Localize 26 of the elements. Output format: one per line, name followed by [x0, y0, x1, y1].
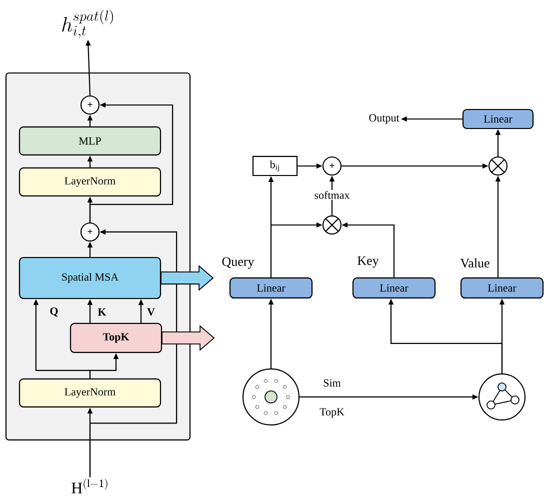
line-label: TopK [320, 408, 344, 418]
linear-box: Linear [229, 277, 313, 299]
linear-box: Linear [462, 108, 534, 130]
attention-box: Spatial MSA [18, 256, 162, 300]
bias-box: b$_{ij}$ [252, 156, 298, 176]
edge-label: softmax [313, 190, 351, 200]
mlp-box: MLP [18, 126, 162, 156]
output-label: Output [369, 114, 400, 124]
node-circle [242, 368, 300, 426]
linear-box: Linear [352, 277, 436, 299]
topk-box: TopK [70, 322, 162, 354]
layernorm-box: LayerNorm [18, 167, 162, 197]
multiply-circle [488, 156, 508, 176]
layernorm-box: LayerNorm [18, 378, 162, 408]
graph-circle [478, 373, 526, 421]
block-arrow [162, 325, 215, 351]
query-key-value-label: Value [460, 258, 490, 268]
block-arrow [160, 265, 214, 291]
output-formula: $h_{i,t}^{spat(l)}$ [62, 10, 114, 38]
edge-label: Q [48, 306, 60, 318]
multiply-circle [322, 215, 342, 235]
query-key-value-label: Query [222, 257, 254, 269]
edge-label: Sim [322, 378, 342, 388]
query-key-value-label: Key [358, 256, 379, 268]
input-formula: $\mathrm{H}^{(\mathrm{l-1})}$ [72, 478, 108, 494]
linear-box: Linear [460, 277, 544, 299]
